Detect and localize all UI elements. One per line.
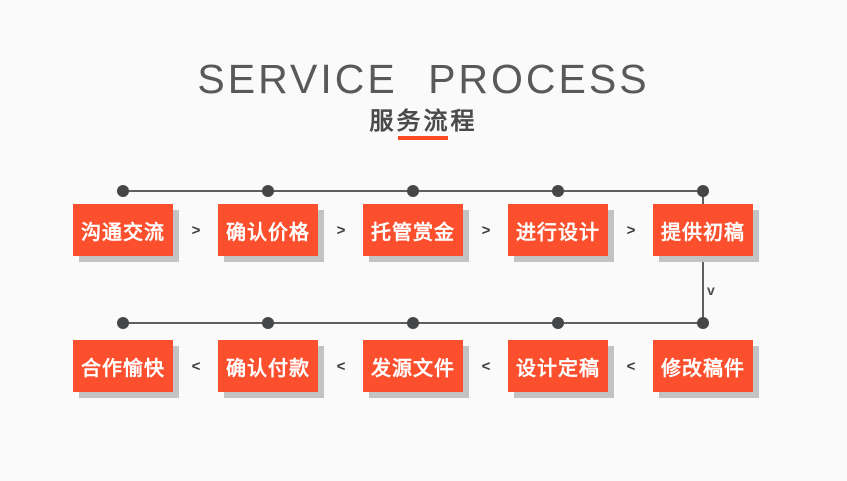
chevron-down-icon: v [707,282,715,298]
timeline-dot [262,185,274,197]
step-box-confirm-price: 确认价格 [218,204,318,256]
forward-separator: > [336,222,346,239]
backward-separator: < [191,358,201,375]
title-underline-bar [398,136,448,140]
step-box-do-design: 进行设计 [508,204,608,256]
step-box-escrow-bounty: 托管赏金 [363,204,463,256]
backward-separator: < [336,358,346,375]
timeline-dot [262,317,274,329]
step-box-provide-draft: 提供初稿 [653,204,753,256]
timeline-dot [407,317,419,329]
step-box-communicate: 沟通交流 [73,204,173,256]
timeline-dot [697,185,709,197]
vertical-connector-line [702,191,704,323]
step-box-send-source-files: 发源文件 [363,340,463,392]
forward-separator: > [626,222,636,239]
timeline-dot [552,185,564,197]
forward-separator: > [481,222,491,239]
step-box-confirm-payment: 确认付款 [218,340,318,392]
page-subtitle: 服务流程 [369,108,478,135]
step-box-finalize-design: 设计定稿 [508,340,608,392]
forward-separator: > [191,222,201,239]
step-box-revise-draft: 修改稿件 [653,340,753,392]
page-title: SERVICE PROCESS [197,56,650,102]
timeline-dot [552,317,564,329]
timeline-dot [117,317,129,329]
backward-separator: < [481,358,491,375]
timeline-dot [117,185,129,197]
timeline-dot [407,185,419,197]
backward-separator: < [626,358,636,375]
step-box-happy-cooperation: 合作愉快 [73,340,173,392]
timeline-dot [697,317,709,329]
